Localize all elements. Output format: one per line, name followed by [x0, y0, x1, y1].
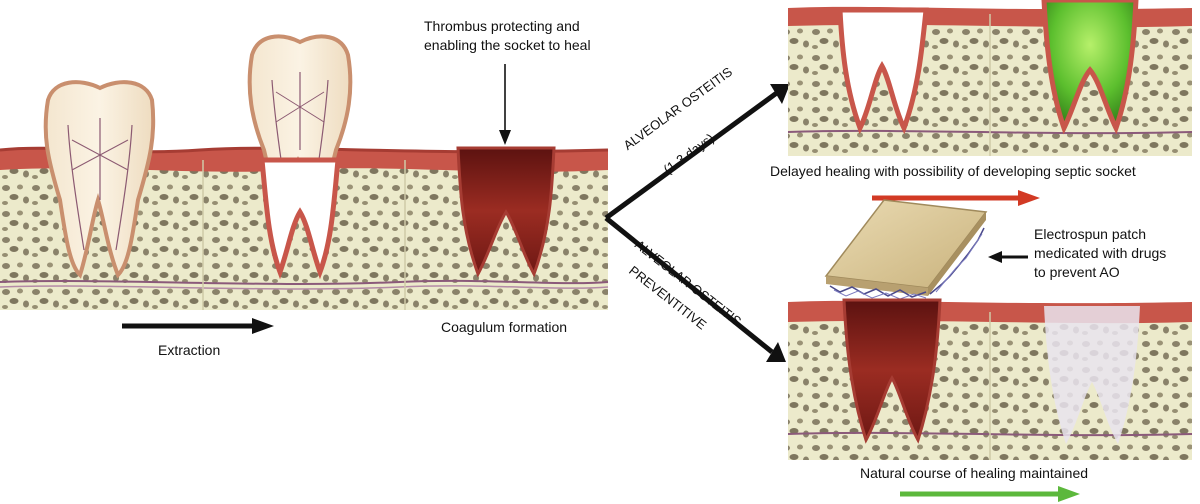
thrombus-label-line2: enabling the socket to heal [424, 37, 591, 53]
thrombus-arrowhead [499, 130, 511, 145]
preventive-branch-arrow [604, 216, 774, 354]
patch-label-line2: medicated with drugs [1034, 245, 1167, 261]
patch-pointer-arrowhead [988, 251, 1002, 263]
main-jaw-strip [0, 34, 609, 310]
delayed-healing-arrowhead [1018, 190, 1040, 206]
tooth-in-socket [43, 80, 156, 279]
coagulum-label: Coagulum formation [441, 319, 568, 335]
natural-healing-arrowhead [1058, 486, 1080, 502]
empty-socket [259, 157, 341, 280]
protected-clot [842, 298, 942, 444]
blood-clot [456, 146, 556, 278]
natural-healing-label: Natural course of healing maintained [860, 465, 1089, 481]
preventive-branch-arrowhead [766, 342, 786, 362]
extraction-arrowhead [252, 318, 274, 334]
delayed-healing-label: Delayed healing with possibility of deve… [770, 163, 1136, 179]
alveolar-osteitis-panel [787, 0, 1193, 156]
ao-branch-arrowhead [770, 84, 790, 104]
ao-branch-arrow [604, 89, 780, 221]
thrombus-label-line1: Thrombus protecting and [424, 18, 580, 34]
preventive-healing-panel [787, 298, 1193, 460]
healed-socket [1044, 306, 1140, 444]
infected-socket [1041, 0, 1139, 135]
dry-socket [837, 7, 929, 135]
extraction-label: Extraction [158, 342, 221, 358]
electrospun-patch [824, 199, 988, 300]
patch-label-line1: Electrospun patch [1034, 226, 1147, 242]
patch-label-line3: to prevent AO [1034, 264, 1120, 280]
